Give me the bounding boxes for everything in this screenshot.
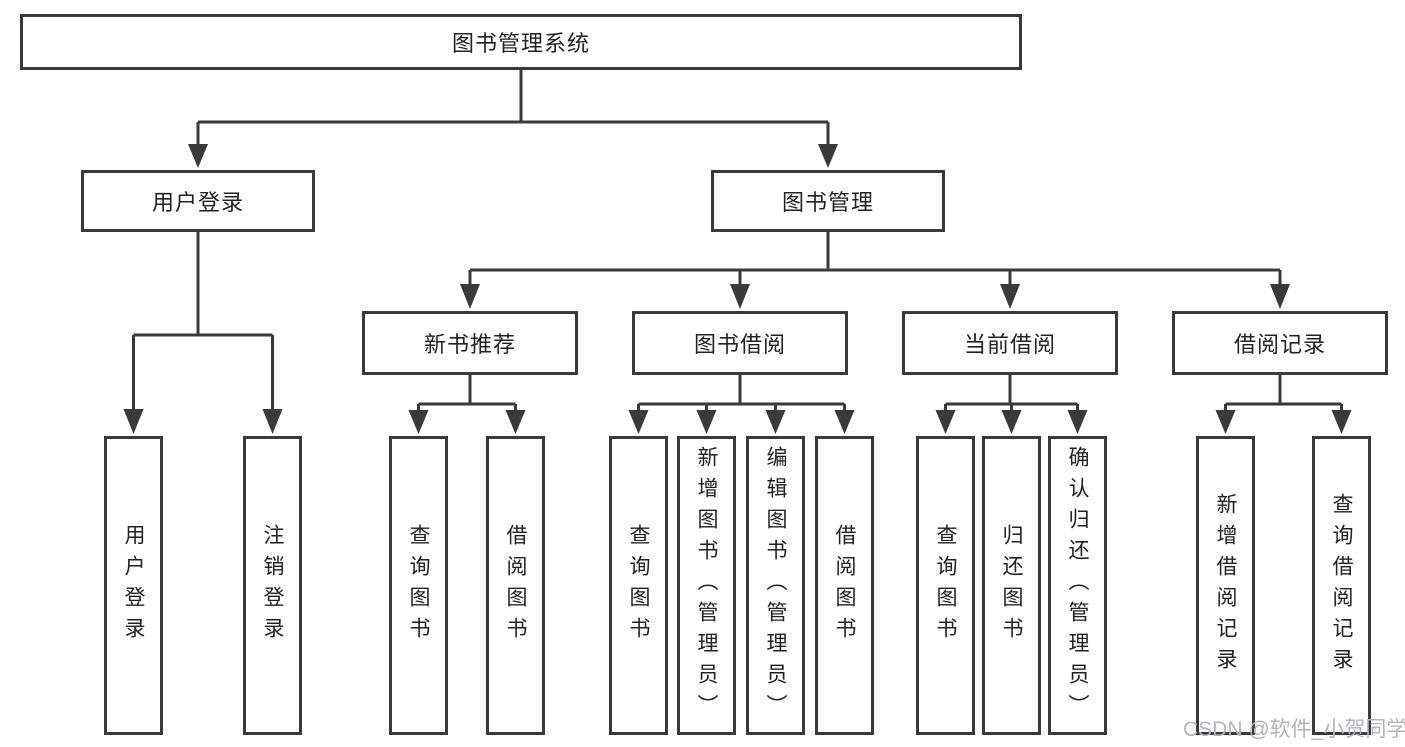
node-label: 当前借阅 — [963, 332, 1056, 357]
node-root-library-management-system: 图书管理系统 — [20, 14, 1022, 70]
leaf-return-books: 归还图书 — [982, 436, 1041, 735]
connector-line — [468, 232, 1282, 286]
leaf-query-books-borrowing: 查询图书 — [609, 436, 668, 735]
node-label: 归还图书 — [1000, 523, 1023, 648]
node-label: 借阅图书 — [504, 523, 527, 648]
node-label: 查询图书 — [407, 523, 430, 648]
node-label: 新书推荐 — [423, 332, 516, 357]
node-new-book-recommend: 新书推荐 — [362, 311, 578, 375]
leaf-query-books-recommend: 查询图书 — [389, 436, 448, 735]
connector-root-to-level2 — [188, 70, 838, 168]
node-label: 确认归还（管理员） — [1066, 446, 1089, 725]
arrowhead — [935, 410, 1088, 434]
node-label: 新增图书（管理员） — [695, 446, 718, 725]
node-current-borrowing: 当前借阅 — [902, 311, 1118, 375]
node-label: 注销登录 — [261, 523, 284, 648]
connector-line — [637, 375, 846, 412]
arrowhead — [628, 410, 855, 434]
connector-new-book-recommend-to-leaves — [408, 375, 526, 434]
node-label: 新增借阅记录 — [1214, 492, 1237, 679]
node-label: 用户登录 — [151, 190, 244, 215]
connector-line — [1224, 375, 1343, 412]
leaf-add-borrowing-record: 新增借阅记录 — [1196, 436, 1255, 735]
connector-borrowing-records-to-leaves — [1215, 375, 1352, 434]
leaf-add-books-admin: 新增图书（管理员） — [677, 436, 736, 735]
connector-line — [417, 375, 517, 412]
leaf-edit-books-admin: 编辑图书（管理员） — [746, 436, 805, 735]
leaf-query-borrowing-record: 查询借阅记录 — [1312, 436, 1371, 735]
connector-current-borrowing-to-leaves — [935, 375, 1088, 434]
connector-line — [132, 232, 274, 411]
arrowhead — [1215, 410, 1352, 434]
connector-book-borrowing-to-leaves — [628, 375, 855, 434]
node-label: 查询借阅记录 — [1330, 492, 1353, 679]
connector-line — [944, 375, 1079, 412]
leaf-borrow-books-recommend: 借阅图书 — [486, 436, 545, 735]
node-label: 借阅图书 — [833, 523, 856, 648]
node-label: 查询图书 — [627, 523, 650, 648]
node-label: 查询图书 — [934, 523, 957, 648]
leaf-confirm-return-admin: 确认归还（管理员） — [1048, 436, 1107, 735]
arrowhead — [188, 144, 838, 168]
node-label: 图书管理系统 — [451, 31, 590, 56]
node-book-borrowing: 图书借阅 — [632, 311, 848, 375]
arrowhead — [123, 409, 283, 434]
node-label: 编辑图书（管理员） — [764, 446, 787, 725]
leaf-query-books-current: 查询图书 — [916, 436, 975, 735]
leaf-user-login: 用户登录 — [104, 436, 163, 735]
arrowhead — [460, 284, 1290, 309]
node-label: 图书借阅 — [693, 332, 786, 357]
node-book-management: 图书管理 — [711, 170, 945, 232]
arrowhead — [408, 410, 526, 434]
csdn-watermark: CSDN @软件_小贺同学 — [1183, 718, 1405, 741]
leaf-borrow-books-borrowing: 借阅图书 — [815, 436, 874, 735]
connector-line — [196, 70, 830, 146]
node-borrowing-records: 借阅记录 — [1172, 311, 1388, 375]
node-user-login: 用户登录 — [81, 170, 315, 232]
connector-book-management-to-level3 — [460, 232, 1290, 309]
connector-user-login-to-leaves — [123, 232, 283, 434]
node-label: 图书管理 — [781, 190, 874, 215]
leaf-logout-login: 注销登录 — [243, 436, 302, 735]
node-label: 用户登录 — [122, 523, 145, 648]
node-label: 借阅记录 — [1233, 332, 1326, 357]
